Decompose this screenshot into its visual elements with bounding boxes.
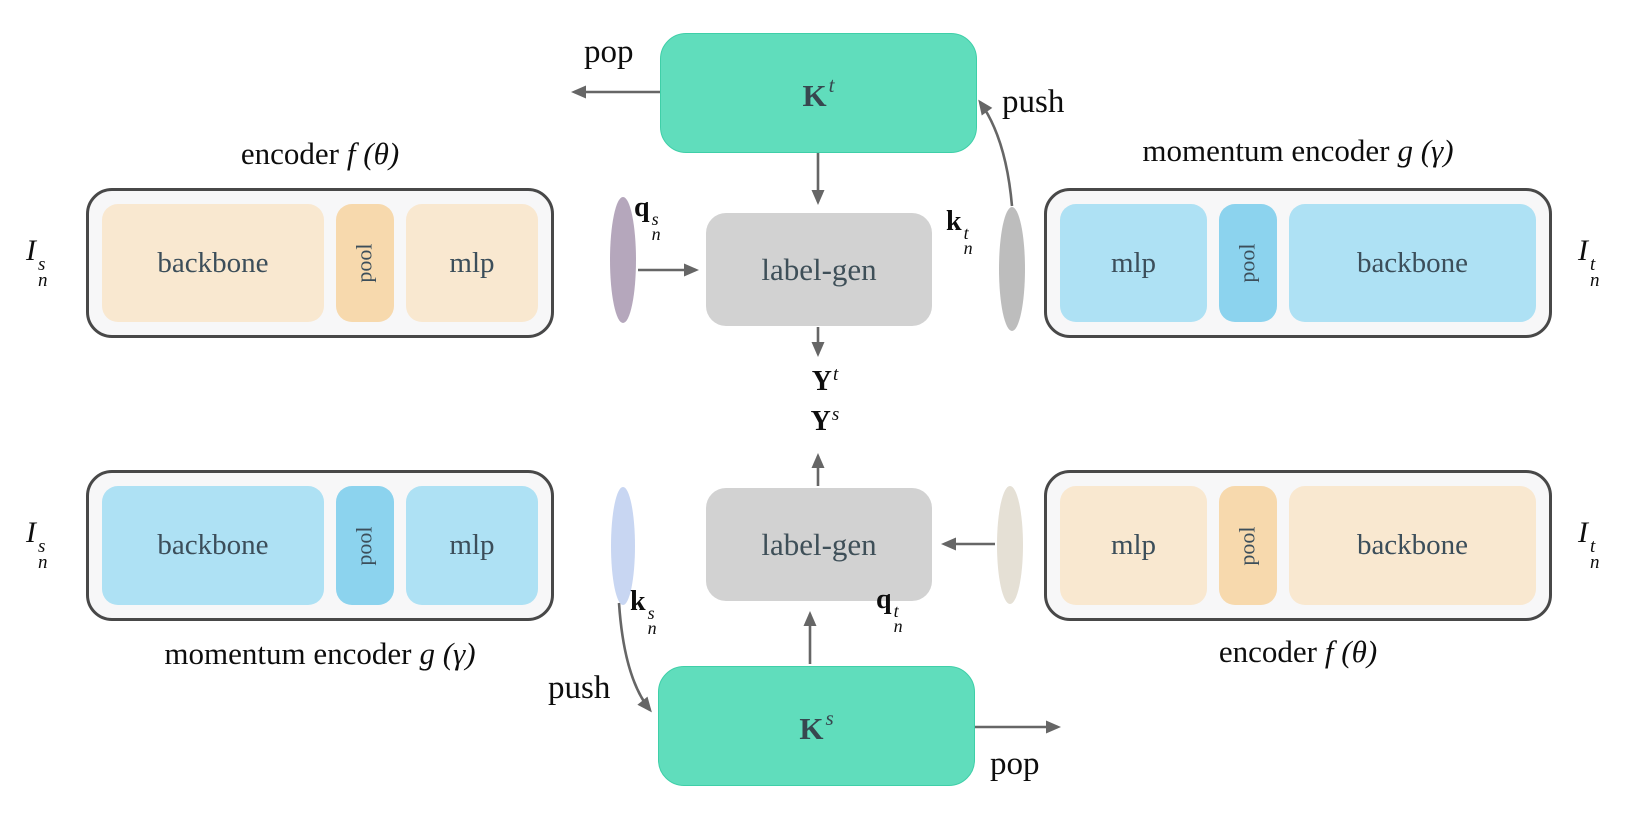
- mlp-label: mlp: [449, 529, 495, 561]
- feature-ellipse-kt: [999, 207, 1025, 331]
- feature-ellipse-qs: [610, 197, 636, 323]
- backbone-block: backbone: [1289, 486, 1536, 605]
- pool-block: pool: [1219, 486, 1278, 605]
- mlp-label: mlp: [1110, 529, 1157, 561]
- backbone-label: backbone: [157, 529, 269, 561]
- backbone-block: backbone: [102, 204, 324, 322]
- mlp-block: mlp: [1060, 204, 1208, 322]
- encoder-container-top-right: mlp pool backbone: [1044, 188, 1552, 338]
- label-gen-top-label: label-gen: [761, 251, 877, 287]
- pool-label: pool: [351, 243, 377, 283]
- pool-label: pool: [351, 525, 377, 566]
- pop-label-bottom: pop: [990, 746, 1040, 782]
- mlp-block: mlp: [405, 204, 538, 322]
- backbone-label: backbone: [1356, 246, 1469, 279]
- label-gen-top-box: label-gen: [706, 213, 932, 326]
- pool-block: pool: [335, 486, 394, 605]
- backbone-label: backbone: [157, 246, 269, 279]
- pool-label: pool: [1235, 243, 1261, 283]
- output-label-yt: Yt: [811, 364, 839, 397]
- pool-label: pool: [1235, 525, 1261, 566]
- feature-ellipse-qt: [997, 486, 1023, 604]
- label-gen-bottom-label: label-gen: [761, 526, 877, 562]
- mlp-label: mlp: [449, 246, 495, 279]
- queue-ks-box: Ks: [658, 666, 975, 786]
- mlp-block: mlp: [1060, 486, 1208, 605]
- backbone-label: backbone: [1356, 529, 1469, 561]
- mlp-block: mlp: [405, 486, 538, 605]
- pool-block: pool: [1219, 204, 1278, 322]
- backbone-block: backbone: [1289, 204, 1536, 322]
- mlp-label: mlp: [1110, 246, 1157, 279]
- output-label-ys: Ys: [810, 404, 840, 437]
- queue-kt-box: Kt: [660, 33, 977, 153]
- label-gen-bottom-box: label-gen: [706, 488, 932, 601]
- encoder-container-bottom-left: backbone pool mlp: [86, 470, 554, 621]
- encoder-container-bottom-right: mlp pool backbone: [1044, 470, 1552, 621]
- backbone-block: backbone: [102, 486, 324, 605]
- feature-ellipse-ks: [611, 487, 635, 605]
- encoder-container-top-left: backbone pool mlp: [86, 188, 554, 338]
- pool-block: pool: [335, 204, 394, 322]
- push-label-top: push: [1002, 84, 1065, 120]
- queue-kt-label: Kt: [802, 72, 835, 113]
- pop-label-top: pop: [584, 34, 634, 70]
- queue-ks-label: Ks: [799, 705, 834, 746]
- push-label-bottom: push: [548, 670, 611, 706]
